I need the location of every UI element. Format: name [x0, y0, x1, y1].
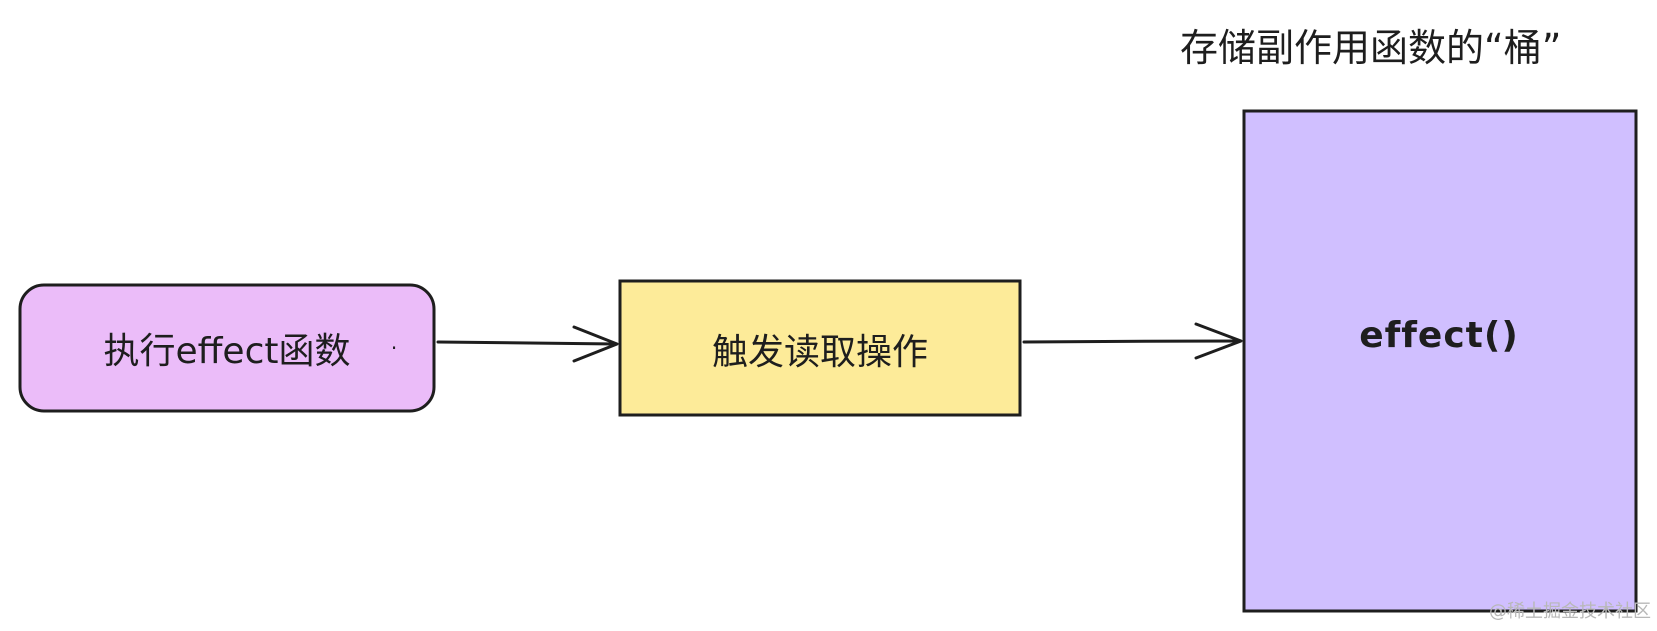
- bucket-effect-label: effect(): [1359, 314, 1519, 356]
- bucket-node: [1242, 109, 1638, 613]
- edge-trigger-to-bucket-arrowhead: [1194, 322, 1243, 360]
- bucket-title: 存储副作用函数的“桶”: [1180, 25, 1562, 70]
- edge-exec-to-trigger-arrowhead: [572, 325, 619, 363]
- edge-exec-to-trigger-line: [436, 340, 618, 346]
- exec-effect-node: [18, 283, 436, 413]
- trigger-read-node: [618, 279, 1022, 417]
- edge-trigger-to-bucket: [1022, 322, 1243, 360]
- exec-effect-label: 执行effect函数: [103, 331, 351, 372]
- trigger-read-label: 触发读取操作: [711, 332, 928, 373]
- edge-exec-to-trigger: [436, 325, 619, 363]
- watermark: @稀土掘金技术社区: [1489, 601, 1651, 622]
- stray-dot-mark: ·: [390, 336, 398, 360]
- edge-trigger-to-bucket-line: [1022, 339, 1242, 344]
